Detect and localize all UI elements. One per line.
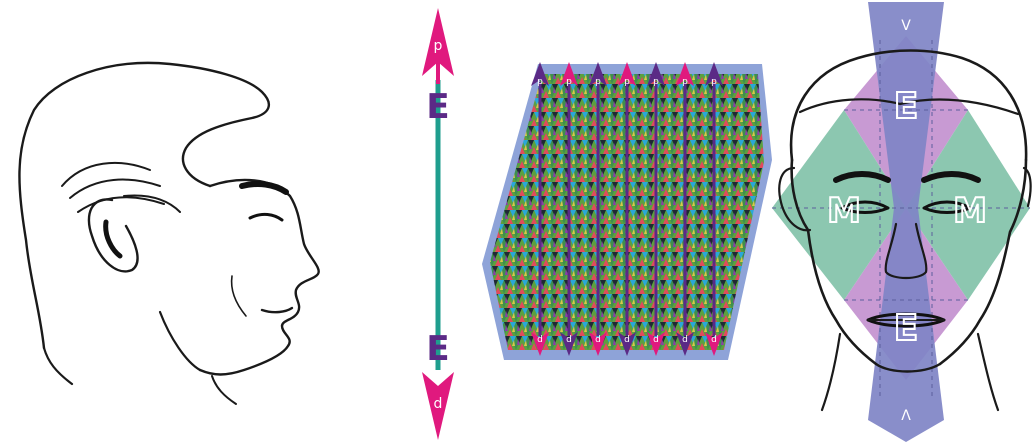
profile-hair-stroke xyxy=(62,163,150,186)
arrow-field-diagram: p d p d p d p d p d p d p d xyxy=(482,62,772,360)
double-arrow-diagram: p d E E xyxy=(422,8,454,440)
arrow-field-bottom-letter: d xyxy=(711,335,717,345)
profile-eye xyxy=(250,214,282,220)
arrow-field-bottom-letter: d xyxy=(595,335,601,345)
arrow-field-top-letter: p xyxy=(682,77,688,87)
arrow-top-tip-letter: p xyxy=(434,38,443,54)
arrow-field-bottom-letter: d xyxy=(537,335,543,345)
profile-neck-back xyxy=(44,348,72,384)
profile-mouth xyxy=(262,308,292,312)
arrow-field-bottom-letter: d xyxy=(653,335,659,345)
profile-eyebrow xyxy=(242,184,286,192)
overlay-upper-diamond-label: E xyxy=(894,86,919,127)
arrow-bottom-tip-letter: d xyxy=(434,396,443,412)
arrow-field-bottom-letter: d xyxy=(566,335,572,345)
arrow-top-shaft-bit xyxy=(436,60,440,84)
profile-face-front xyxy=(200,180,319,374)
arrow-bottom-label: E xyxy=(426,329,449,369)
arrow-top-label: E xyxy=(426,87,449,127)
profile-ear xyxy=(89,199,138,271)
profile-cheek-line xyxy=(232,276,246,316)
arrow-field-top-letter: p xyxy=(595,77,601,87)
profile-jaw xyxy=(160,312,200,370)
profile-head-outline xyxy=(19,63,268,348)
arrow-field-top-letter: p xyxy=(566,77,572,87)
arrow-field-top-letter: p xyxy=(537,77,543,87)
overlay-top-vertex-label: V xyxy=(901,18,911,34)
front-face-diagram: V Λ E E M M xyxy=(772,2,1031,442)
arrow-field-top-letter: p xyxy=(711,77,717,87)
arrow-field-bottom-letter: d xyxy=(682,335,688,345)
profile-ear-inner xyxy=(106,222,120,256)
overlay-bottom-vertex-label: Λ xyxy=(901,408,911,424)
profile-neck-front xyxy=(212,376,236,404)
arrow-field-top-letter: p xyxy=(653,77,659,87)
profile-head-drawing xyxy=(19,63,318,404)
overlay-left-cheek-label: M xyxy=(827,191,861,231)
overlay-right-cheek-label: M xyxy=(953,191,987,231)
profile-hair-stroke xyxy=(70,180,160,198)
face-right-neck xyxy=(978,334,998,410)
arrow-field-top-letter: p xyxy=(624,77,630,87)
arrow-field-bottom-letter: d xyxy=(624,335,630,345)
face-left-neck xyxy=(822,334,840,410)
overlay-lower-diamond-label: E xyxy=(894,308,919,349)
